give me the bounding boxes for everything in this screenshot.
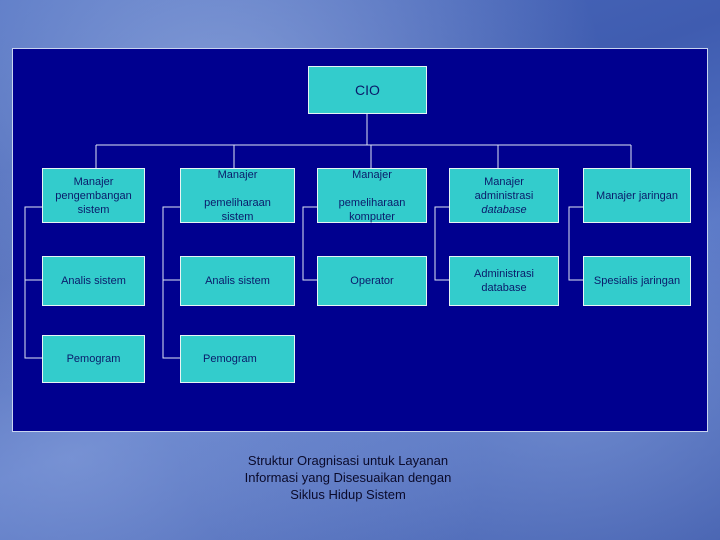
manager-maint-system-label: Manajer pemeliharaan sistem <box>204 168 271 223</box>
operator-node: Operator <box>317 256 427 306</box>
manager-dev-node: Manajer pengembangan sistem <box>42 168 145 223</box>
manager-maint-system-node: Manajer pemeliharaan sistem <box>180 168 295 223</box>
cio-label: CIO <box>355 82 380 98</box>
bracket-col5-r2 <box>568 206 583 281</box>
programmer-label-col2: Pemogram <box>203 353 257 365</box>
manager-dev-label: Manajer pengembangan sistem <box>55 175 132 216</box>
manager-db-admin-label-italic: database <box>481 203 527 216</box>
manager-maint-computer-label: Manajer pemeliharaan komputer <box>338 168 406 223</box>
manager-network-node: Manajer jaringan <box>583 168 691 223</box>
manager-db-admin-node: Manajer administrasi database <box>449 168 559 223</box>
programmer-node-col1: Pemogram <box>42 335 145 383</box>
network-specialist-label: Spesialis jaringan <box>593 275 681 287</box>
manager-maint-computer-node: Manajer pemeliharaan komputer <box>317 168 427 223</box>
analyst-label-col2: Analis sistem <box>205 275 270 287</box>
bracket-col2-r2 <box>162 206 180 281</box>
cio-node: CIO <box>308 66 427 114</box>
programmer-label-col1: Pemogram <box>66 353 121 365</box>
db-admin-label: Administrasi database <box>474 268 534 294</box>
db-admin-node: Administrasi database <box>449 256 559 306</box>
analyst-label-col1: Analis sistem <box>61 275 126 287</box>
bracket-col1-r2 <box>24 206 42 281</box>
programmer-node-col2: Pemogram <box>180 335 295 383</box>
bracket-col1-r3 <box>24 280 42 359</box>
analyst-node-col1: Analis sistem <box>42 256 145 306</box>
network-specialist-node: Spesialis jaringan <box>583 256 691 306</box>
analyst-node-col2: Analis sistem <box>180 256 295 306</box>
operator-label: Operator <box>350 275 394 287</box>
bracket-col2-r3 <box>162 280 180 359</box>
manager-network-label: Manajer jaringan <box>596 189 678 202</box>
caption-text: Struktur Oragnisasi untuk Layanan Inform… <box>244 453 452 502</box>
bracket-col4-r2 <box>434 206 449 281</box>
bracket-col3-r2 <box>302 206 317 281</box>
manager-db-admin-label: Manajer administrasi <box>474 175 534 202</box>
